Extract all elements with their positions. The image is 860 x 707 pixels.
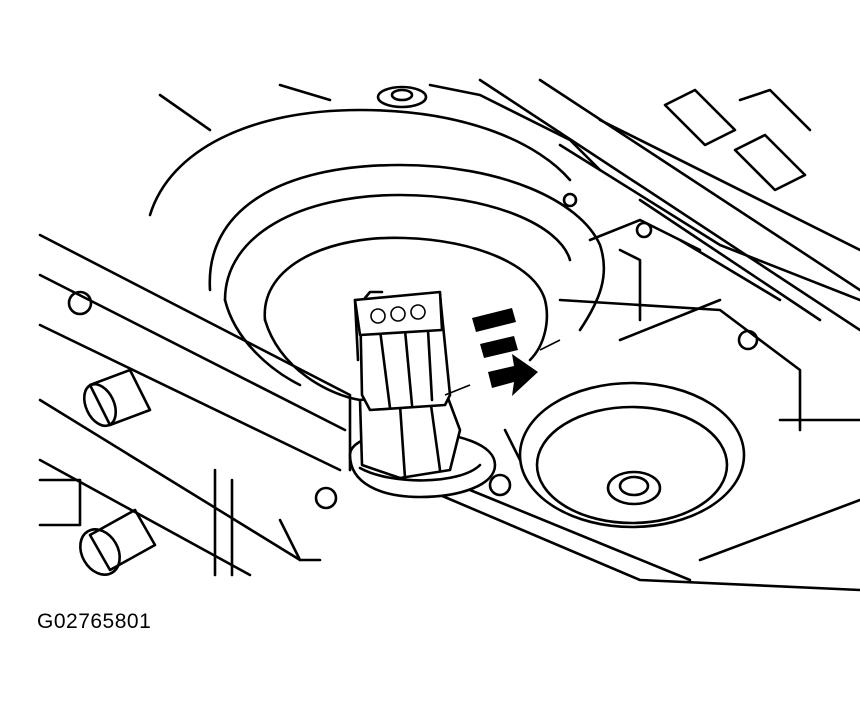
valve-ports bbox=[663, 88, 812, 192]
wiring bbox=[444, 339, 561, 396]
accumulator-bore bbox=[148, 108, 606, 402]
electrical-connector bbox=[353, 290, 462, 480]
figure-id-label: G02765801 bbox=[37, 610, 152, 633]
arrow-down-right-icon bbox=[472, 308, 538, 396]
servo-bore bbox=[503, 381, 746, 529]
top-plug bbox=[376, 85, 428, 109]
transmission-diagram bbox=[38, 78, 860, 592]
bolt-holes bbox=[67, 192, 759, 510]
shafts bbox=[38, 368, 157, 576]
housing-outline bbox=[38, 78, 860, 592]
